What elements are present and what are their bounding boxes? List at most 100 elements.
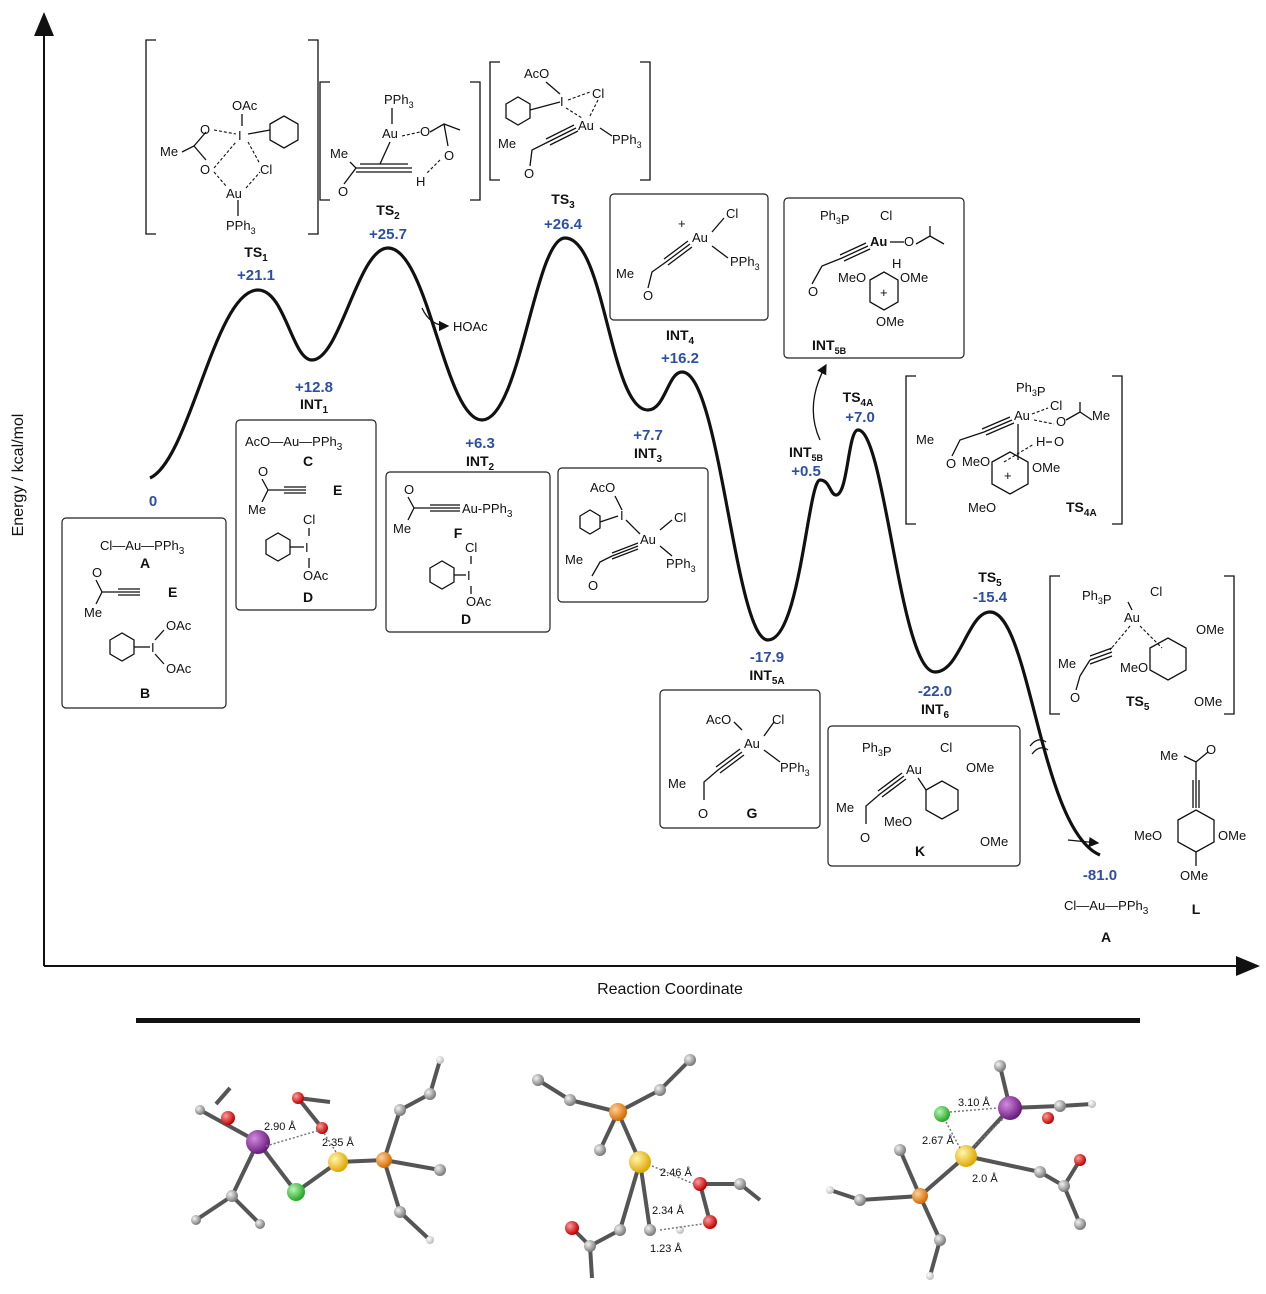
svg-text:Au: Au [382,126,398,141]
hoac-arrow [421,307,450,332]
svg-text:MeO: MeO [1134,828,1162,843]
box-int3-structure: AcO I Au Cl PPh3 Me O [557,467,709,603]
svg-text:Cl: Cl [726,206,738,221]
box-int2-species: O Au-PPh3 Me F I Cl OAc D [385,471,551,633]
svg-text:O: O [904,234,914,249]
label-int4: INT4 [666,327,695,347]
svg-text:OAc: OAc [166,661,192,676]
formula-a: Cl—Au—PPh3 [100,538,185,557]
energy-int4: +16.2 [661,350,699,367]
svg-text:OMe: OMe [980,834,1008,849]
svg-text:O: O [808,284,818,299]
svg-text:O: O [92,565,102,580]
svg-text:O: O [643,288,653,303]
energy-int6: -22.0 [918,683,952,700]
model-ts2: 2.46 Å 2.34 Å 1.23 Å [532,1054,762,1279]
label-int5b-box: INT5B [812,337,847,356]
svg-text:MeO: MeO [968,500,996,515]
svg-text:MeO: MeO [884,814,912,829]
label-int5a: INT5A [749,667,784,687]
svg-text:O: O [588,578,598,593]
energy-ts1: +21.1 [237,267,275,284]
ts1-structure: OAc I Me O O Cl Au PPh3 [145,39,319,236]
svg-text:OMe: OMe [1180,868,1208,883]
svg-text:OMe: OMe [900,270,928,285]
svg-text:+: + [880,285,888,300]
svg-text:Cl: Cl [880,208,892,223]
axis-break-mark [1029,739,1049,755]
svg-text:OAc: OAc [466,594,492,609]
label-int1: INT1 [300,396,329,416]
svg-text:OMe: OMe [1196,622,1224,637]
energy-ts3: +26.4 [544,216,583,233]
label-a-end: A [1101,929,1111,945]
svg-text:I: I [305,540,309,555]
energy-ts2: +25.7 [369,226,407,243]
svg-text:Me: Me [160,144,178,159]
label-l: L [1192,901,1201,917]
svg-text:Me: Me [916,432,934,447]
dist-ts2-2: 2.34 Å [652,1204,684,1217]
svg-text:Me: Me [836,800,854,815]
label-ts4a: TS4A [843,389,874,409]
svg-text:Cl: Cl [674,510,686,525]
model-ts1: 2.90 Å 2.35 Å [191,1056,446,1244]
svg-text:O: O [698,806,708,821]
svg-text:Me: Me [498,136,516,151]
svg-text:MeO: MeO [838,270,866,285]
svg-text:Au: Au [640,532,656,547]
svg-text:Cl: Cl [260,162,272,177]
svg-text:Au: Au [744,736,760,751]
separator-bar [136,1018,1140,1023]
svg-text:O: O [258,464,268,479]
svg-text:Me: Me [248,502,266,517]
label-k: K [915,843,925,859]
label-e-int1: E [333,482,342,498]
energy-ts5: -15.4 [973,589,1008,606]
svg-text:O: O [1206,742,1216,757]
dist-ts3-1: 3.10 Å [958,1096,990,1109]
product-arrow [1067,836,1100,848]
box-int5b-structure: Ph3P Cl Au O O + H MeO OMe OMe INT5B [783,197,965,359]
svg-text:OMe: OMe [1194,694,1222,709]
svg-text:I: I [238,128,242,143]
svg-text:PPh3: PPh3 [384,92,414,110]
svg-text:Me: Me [668,776,686,791]
energy-end: -81.0 [1083,867,1117,884]
svg-text:O: O [200,162,210,177]
svg-text:OAc: OAc [232,98,258,113]
svg-text:MeO: MeO [962,454,990,469]
svg-text:Me: Me [1160,748,1178,763]
svg-text:+: + [1004,468,1012,483]
svg-text:O: O [338,184,348,199]
model-ts3: 3.10 Å 2.67 Å 2.0 Å [826,1060,1096,1280]
ts2-structure: PPh3 Au O O H Me O [319,81,481,201]
svg-text:Me: Me [1058,656,1076,671]
svg-text:O: O [1070,690,1080,705]
svg-text:H: H [1036,434,1045,449]
box-k-structure: Ph3P Cl Au Me O OMe MeO OMe K [827,725,1021,867]
svg-text:H: H [416,174,425,189]
svg-text:Cl: Cl [465,540,477,555]
svg-text:Ph3P: Ph3P [820,208,850,227]
energy-int1: +12.8 [295,379,333,396]
svg-text:PPh3: PPh3 [780,760,810,778]
label-ts5: TS5 [978,569,1002,589]
svg-text:Me: Me [616,266,634,281]
label-int5b: INT5B [789,444,824,463]
svg-text:PPh3: PPh3 [612,132,642,150]
svg-text:Ph3P: Ph3P [1082,588,1112,607]
svg-text:O: O [444,148,454,163]
label-c: C [303,453,313,469]
label-b: B [140,685,150,701]
box-int1-species: AcO—Au—PPh3 C O Me E I Cl OAc D [235,419,377,611]
dist-ts2-3: 1.23 Å [650,1242,682,1255]
box-int4-structure: + Au Cl PPh3 Me O [609,193,769,321]
svg-text:Me: Me [330,146,348,161]
svg-text:H: H [892,256,901,271]
svg-text:O: O [420,124,430,139]
svg-text:Au: Au [1124,610,1140,625]
svg-text:Ph3P: Ph3P [862,740,892,759]
dist-ts1-1: 2.90 Å [264,1120,296,1133]
svg-text:OAc: OAc [303,568,329,583]
